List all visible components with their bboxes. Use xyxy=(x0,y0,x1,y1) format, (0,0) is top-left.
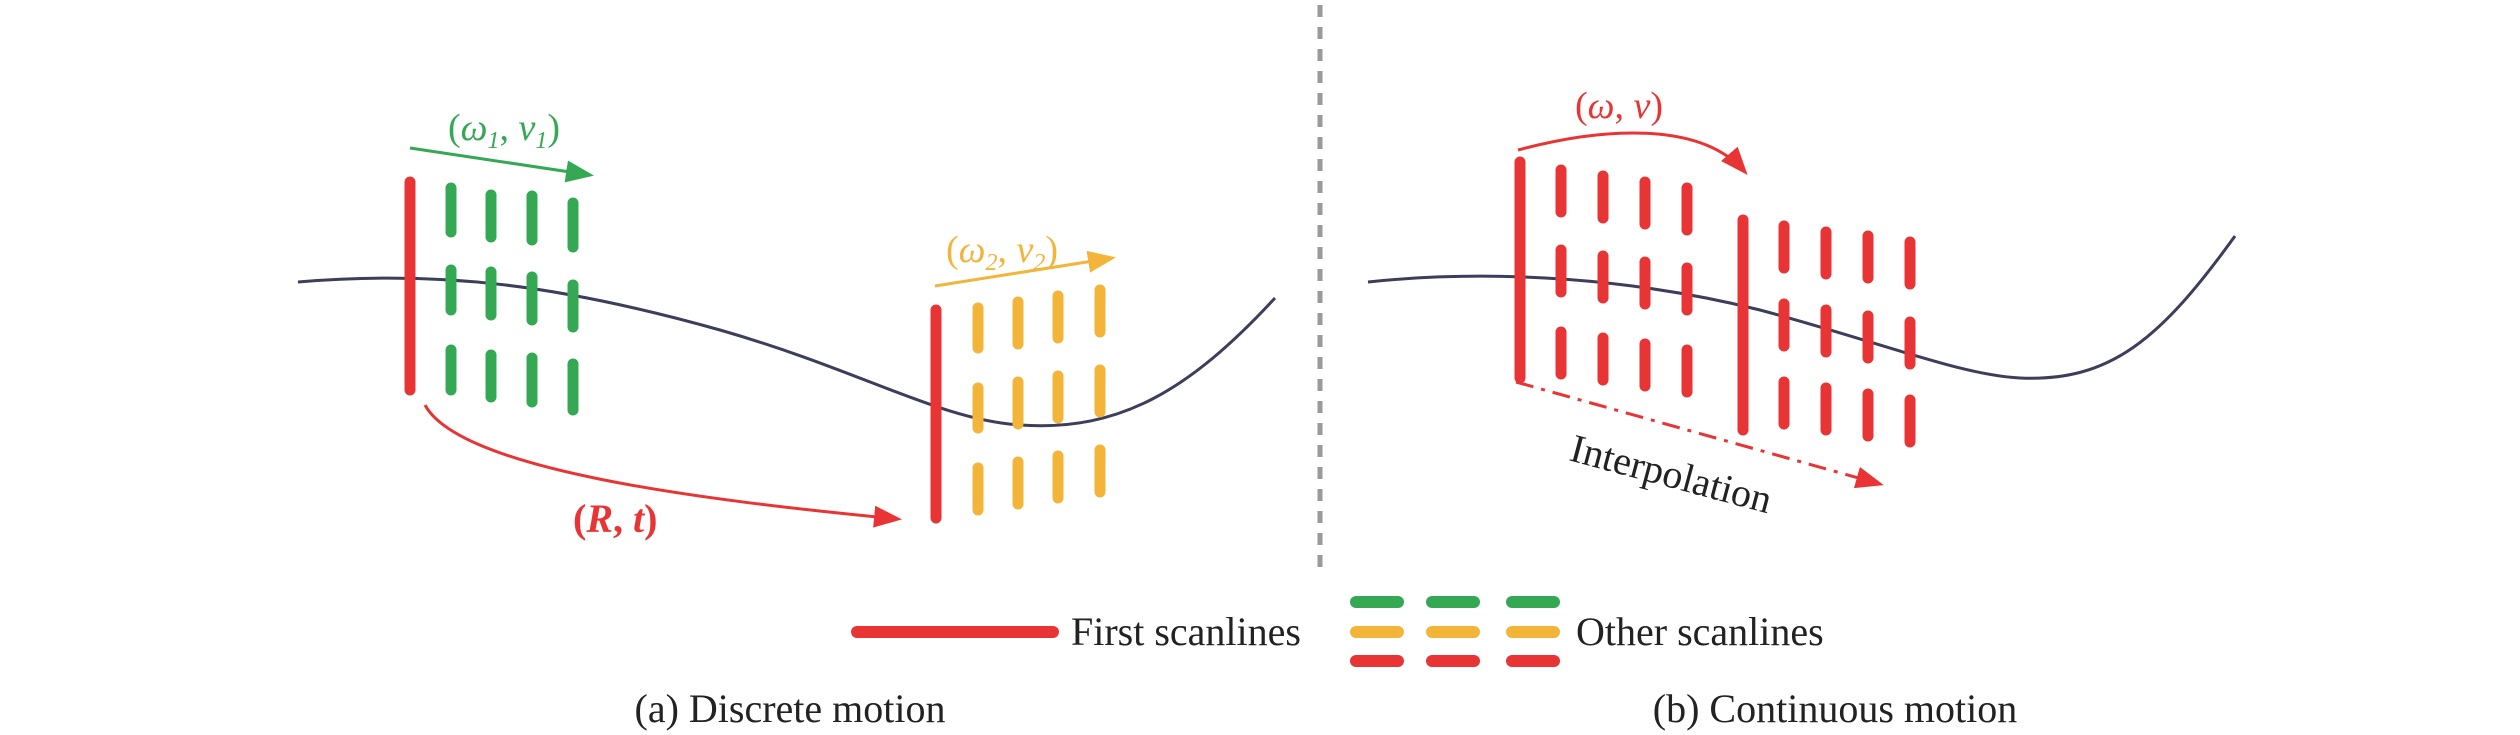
motion-arrow-yellow xyxy=(934,250,1116,288)
motion-label-b: (ω, v) xyxy=(1575,85,1663,127)
caption-a: (a) Discrete motion xyxy=(635,686,946,731)
transform-label: (R, t) xyxy=(573,496,657,541)
other-scanlines-green xyxy=(445,182,579,416)
other-scanlines-red-2 xyxy=(1778,220,1916,448)
caption-b: (b) Continuous motion xyxy=(1653,686,2017,731)
legend-other-scanlines-label: Other scanlines xyxy=(1576,609,1824,654)
transform-arrow xyxy=(423,404,902,528)
legend-first-scanlines-label: First scanlines xyxy=(1071,609,1301,654)
other-scanlines-red-1 xyxy=(1555,164,1693,398)
motion-label-1: (ω1, v1) xyxy=(448,107,560,154)
legend-other-scanline-swatch xyxy=(1350,596,1560,667)
motion-label-2: (ω2, v2) xyxy=(946,229,1058,276)
legend: First scanlines Other scanlines xyxy=(851,596,1824,667)
panel-a: (ω1, v1) (ω2, v2) (R, t) (a) Discrete mo… xyxy=(297,107,1277,731)
motion-arrow-green xyxy=(409,146,594,183)
interpolation-arrow xyxy=(1515,380,1884,489)
interpolation-label: Interpolation xyxy=(1566,425,1777,522)
other-scanlines-yellow xyxy=(972,284,1106,516)
trajectory-curve-b xyxy=(1367,235,2237,380)
trajectory-curve-a xyxy=(297,276,1277,428)
motion-arrow-red xyxy=(1517,131,1748,176)
